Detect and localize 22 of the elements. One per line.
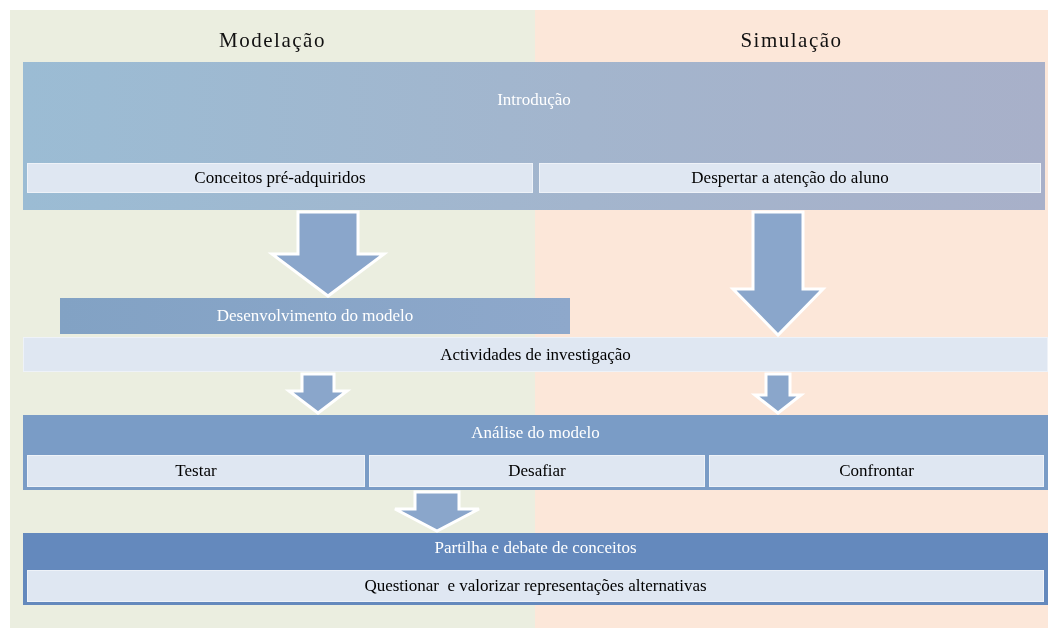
- section-title: Introdução: [497, 90, 571, 110]
- section-title: Desenvolvimento do modelo: [216, 306, 414, 326]
- section-panel: [60, 298, 570, 334]
- column-heading: Simulação: [739, 28, 844, 53]
- block-arrow: [267, 210, 389, 298]
- text-bar: Desafiar: [369, 455, 705, 487]
- section-title: Análise do modelo: [471, 423, 600, 443]
- text-bar: Conceitos pré-adquiridos: [27, 163, 533, 193]
- column-heading: Modelação: [218, 28, 327, 53]
- text-bar: Confrontar: [709, 455, 1044, 487]
- text-bar: Questionar e valorizar representações alternativas: [27, 570, 1044, 602]
- section-panel: [23, 415, 1048, 490]
- text-bar: Actividades de investigação: [23, 337, 1048, 372]
- block-arrow: [750, 372, 806, 415]
- section-panel: [23, 62, 1045, 210]
- text-bar: Testar: [27, 455, 365, 487]
- block-arrow: [284, 372, 352, 415]
- section-panel: [23, 533, 1048, 605]
- text-bar: Despertar a atenção do aluno: [539, 163, 1041, 193]
- section-title: Partilha e debate de conceitos: [434, 538, 637, 558]
- block-arrow: [393, 490, 481, 533]
- block-arrow: [729, 210, 827, 338]
